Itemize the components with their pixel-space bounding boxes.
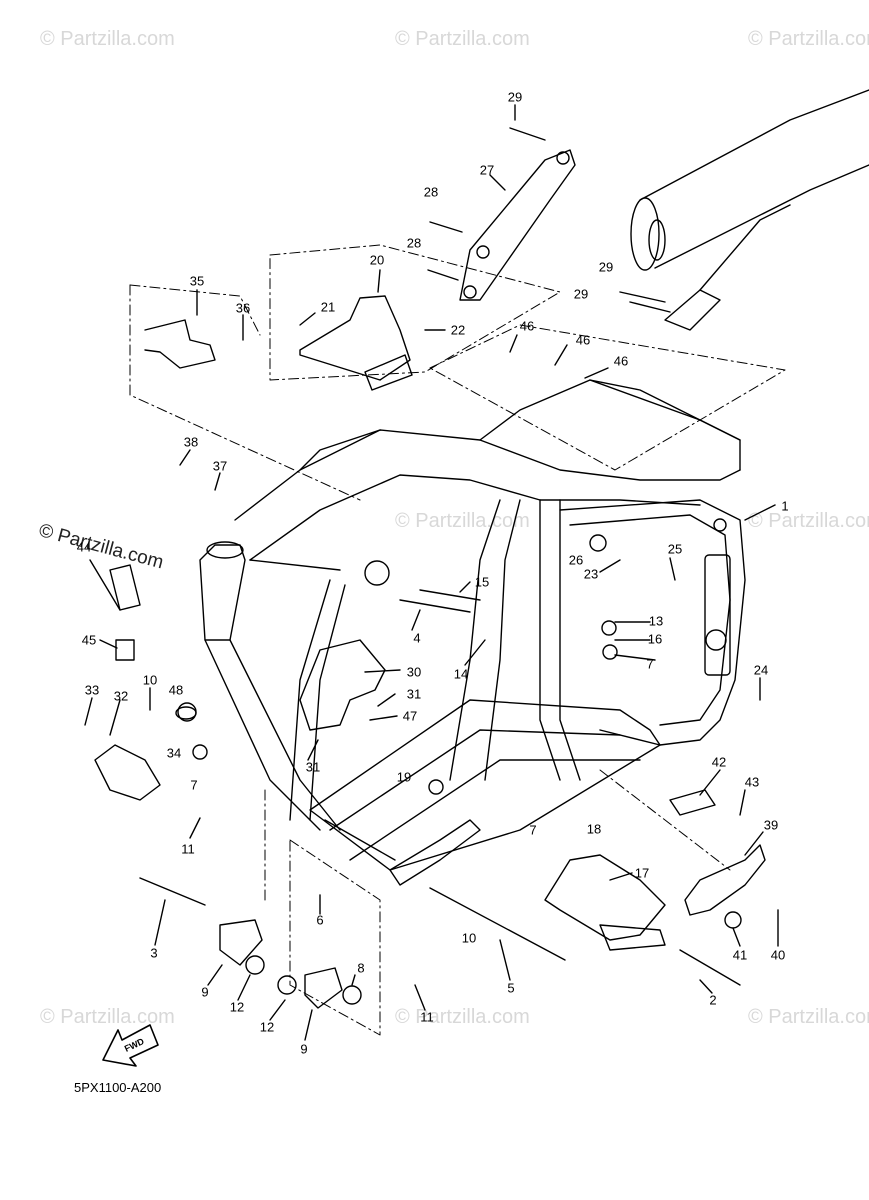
callout-45[interactable]: 45	[81, 632, 97, 648]
callout-11[interactable]: 11	[181, 841, 195, 857]
watermark: © Partzilla.com	[40, 28, 175, 50]
callout-20[interactable]: 20	[369, 252, 385, 268]
callout-48[interactable]: 48	[168, 682, 184, 698]
watermark: © Partzilla.com	[748, 510, 869, 532]
callout-44[interactable]: 44	[76, 539, 92, 555]
callout-28[interactable]: 28	[406, 235, 422, 251]
callout-12[interactable]: 12	[229, 999, 245, 1015]
callout-15[interactable]: 15	[474, 574, 490, 590]
callout-36[interactable]: 36	[235, 300, 251, 316]
watermark: © Partzilla.com	[748, 1006, 869, 1028]
callout-10[interactable]: 10	[461, 930, 477, 946]
callout-29[interactable]: 29	[573, 286, 589, 302]
callout-14[interactable]: 14	[453, 666, 469, 682]
callout-2[interactable]: 2	[709, 992, 717, 1008]
callout-29[interactable]: 29	[507, 89, 523, 105]
callout-28[interactable]: 28	[423, 184, 439, 200]
callout-22[interactable]: 22	[450, 322, 466, 338]
callout-1[interactable]: 1	[781, 498, 789, 514]
callout-6[interactable]: 6	[316, 912, 324, 928]
callout-33[interactable]: 33	[84, 682, 100, 698]
watermark: © Partzilla.com	[40, 1006, 175, 1028]
callout-31[interactable]: 31	[406, 686, 422, 702]
callout-21[interactable]: 21	[320, 299, 336, 315]
diagram-code: 5PX1100-A200	[74, 1080, 162, 1095]
callout-38[interactable]: 38	[183, 434, 199, 450]
callout-37[interactable]: 37	[212, 458, 228, 474]
callout-8[interactable]: 8	[357, 960, 365, 976]
callout-3[interactable]: 3	[150, 945, 158, 961]
callout-27[interactable]: 27	[479, 162, 495, 178]
callout-7[interactable]: 7	[190, 777, 198, 793]
watermark: © Partzilla.com	[748, 28, 869, 50]
callout-43[interactable]: 43	[744, 774, 760, 790]
callout-5[interactable]: 5	[507, 980, 515, 996]
callout-29[interactable]: 29	[598, 259, 614, 275]
callout-26[interactable]: 26	[568, 552, 584, 568]
callout-12[interactable]: 12	[259, 1019, 275, 1035]
callout-13[interactable]: 13	[648, 613, 664, 629]
callout-25[interactable]: 25	[667, 541, 683, 557]
callout-16[interactable]: 16	[647, 631, 663, 647]
callout-47[interactable]: 47	[402, 708, 418, 724]
callout-17[interactable]: 17	[634, 865, 650, 881]
callout-42[interactable]: 42	[711, 754, 727, 770]
callout-23[interactable]: 23	[583, 566, 599, 582]
callout-4[interactable]: 4	[413, 630, 421, 646]
callout-40[interactable]: 40	[770, 947, 786, 963]
callout-19[interactable]: 19	[396, 769, 412, 785]
callout-11[interactable]: 11	[420, 1009, 434, 1025]
callout-39[interactable]: 39	[763, 817, 779, 833]
callout-10[interactable]: 10	[142, 672, 158, 688]
callout-34[interactable]: 34	[166, 745, 182, 761]
callout-9[interactable]: 9	[300, 1041, 308, 1057]
callout-9[interactable]: 9	[201, 984, 209, 1000]
callout-41[interactable]: 41	[732, 947, 748, 963]
watermark: © Partzilla.com	[395, 28, 530, 50]
callout-7[interactable]: 7	[646, 656, 654, 672]
callout-46[interactable]: 46	[575, 332, 591, 348]
callout-24[interactable]: 24	[753, 662, 769, 678]
callout-46[interactable]: 46	[519, 318, 535, 334]
watermark: © Partzilla.com	[395, 510, 530, 532]
callout-30[interactable]: 30	[406, 664, 422, 680]
callout-46[interactable]: 46	[613, 353, 629, 369]
callout-35[interactable]: 35	[189, 273, 205, 289]
watermark: © Partzilla.com	[395, 1006, 530, 1028]
callout-31[interactable]: 31	[305, 759, 321, 775]
callout-18[interactable]: 18	[586, 821, 602, 837]
callout-7[interactable]: 7	[529, 822, 537, 838]
callout-32[interactable]: 32	[113, 688, 129, 704]
